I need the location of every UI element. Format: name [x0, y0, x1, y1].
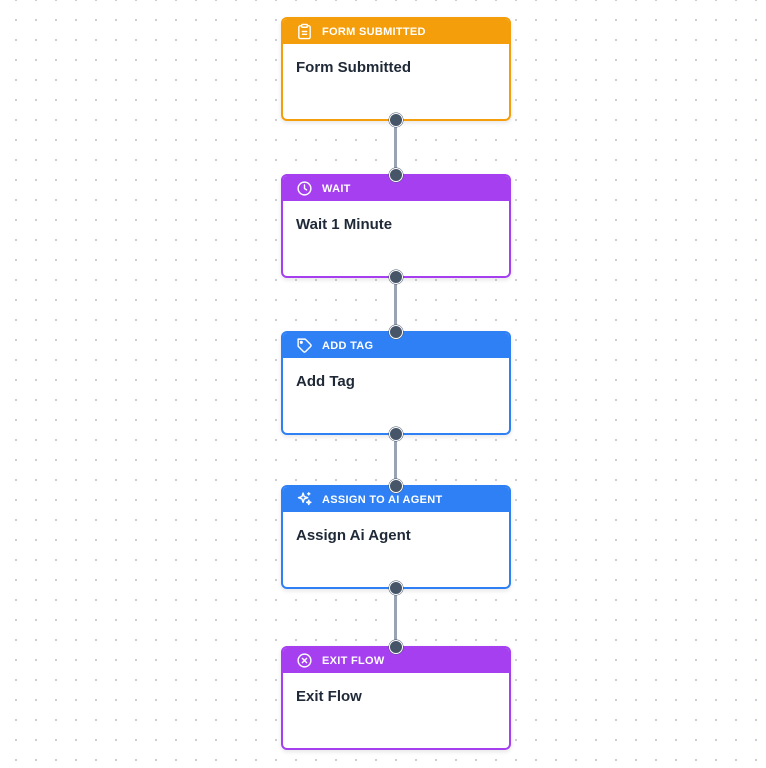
node-form-submitted[interactable]: FORM SUBMITTED Form Submitted: [281, 17, 511, 127]
node-assign-ai-agent[interactable]: ASSIGN TO AI AGENT Assign Ai Agent: [281, 479, 511, 595]
node-type-label: ADD TAG: [322, 339, 374, 352]
x-circle-icon: [296, 652, 313, 669]
input-handle[interactable]: [389, 640, 403, 654]
sparkles-icon: [296, 491, 313, 508]
input-handle[interactable]: [389, 168, 403, 182]
connector-edge[interactable]: [394, 436, 397, 484]
node-type-label: FORM SUBMITTED: [322, 25, 426, 38]
node-title: Form Submitted: [296, 59, 411, 76]
node-wait[interactable]: WAIT Wait 1 Minute: [281, 168, 511, 284]
connector-edge[interactable]: [394, 590, 397, 646]
tag-icon: [296, 337, 313, 354]
node-header: FORM SUBMITTED: [283, 19, 509, 44]
node-title: Exit Flow: [296, 688, 362, 705]
clock-icon: [296, 180, 313, 197]
clipboard-icon: [296, 23, 313, 40]
node-title: Assign Ai Agent: [296, 527, 411, 544]
output-handle[interactable]: [389, 581, 403, 595]
connector-edge[interactable]: [394, 122, 397, 174]
output-handle[interactable]: [389, 270, 403, 284]
node-title: Wait 1 Minute: [296, 216, 393, 233]
output-handle[interactable]: [389, 427, 403, 441]
node-type-label: EXIT FLOW: [322, 654, 385, 667]
connector-edge[interactable]: [394, 279, 397, 331]
node-type-label: ASSIGN TO AI AGENT: [322, 493, 443, 506]
node-add-tag[interactable]: ADD TAG Add Tag: [281, 325, 511, 441]
input-handle[interactable]: [389, 325, 403, 339]
node-type-label: WAIT: [322, 182, 351, 195]
node-exit-flow[interactable]: EXIT FLOW Exit Flow: [281, 640, 511, 750]
node-title: Add Tag: [296, 373, 355, 390]
output-handle[interactable]: [389, 113, 403, 127]
input-handle[interactable]: [389, 479, 403, 493]
